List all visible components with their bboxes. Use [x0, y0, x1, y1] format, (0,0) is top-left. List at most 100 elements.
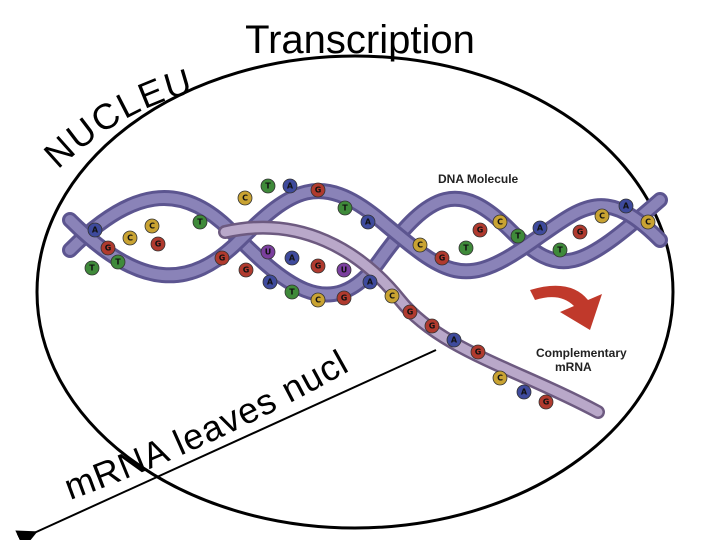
dna-base-14-letter: A: [365, 218, 372, 227]
dna-base-23: T: [458, 240, 474, 256]
dna-base-6-letter: C: [149, 222, 155, 231]
dna-base-2: G: [100, 240, 116, 256]
dna-base-2-letter: G: [105, 244, 112, 253]
dna-base-18-letter: T: [289, 288, 295, 297]
mrna-base-5-circle: [362, 274, 378, 290]
dna-base-24-letter: G: [477, 226, 484, 235]
mrna-base-10-letter: G: [475, 348, 482, 357]
dna-base-22: G: [434, 250, 450, 266]
dna-base-9-letter: C: [242, 194, 248, 203]
dna-base-17: A: [262, 274, 278, 290]
dna-base-15-circle: [214, 250, 230, 266]
dna-base-8-letter: T: [197, 218, 203, 227]
mrna-base-1-circle: [260, 244, 276, 260]
dna-base-30: C: [594, 208, 610, 224]
mrna-base-12-letter: A: [521, 388, 528, 397]
mrna-base-11-letter: C: [497, 374, 503, 383]
dna-base-4-letter: T: [115, 258, 121, 267]
dna-base-29-circle: [572, 224, 588, 240]
dna-base-3-circle: [84, 260, 100, 276]
dna-base-18: T: [284, 284, 300, 300]
dna-base-28-circle: [552, 242, 568, 258]
dna-base-10: T: [260, 178, 276, 194]
nucleus-label: NUCLEUS: [0, 0, 198, 176]
dna-base-19-circle: [310, 292, 326, 308]
dna-molecule-label: DNA Molecule: [438, 172, 519, 186]
dna-base-27-letter: A: [537, 224, 544, 233]
mrna-base-6-circle: [384, 288, 400, 304]
mrna-base-11: C: [492, 370, 508, 386]
dna-base-20-letter: G: [341, 294, 348, 303]
dna-base-11-letter: A: [287, 182, 294, 191]
mrna-base-12: A: [516, 384, 532, 400]
mrna-backbone-highlight: [220, 223, 603, 417]
dna-base-7-letter: G: [155, 240, 162, 249]
mrna-base-13-circle: [538, 394, 554, 410]
dna-backbone-strand-2-highlight: [65, 186, 665, 281]
dna-base-28: T: [552, 242, 568, 258]
dna-base-32: C: [640, 214, 656, 230]
mrna-base-2-circle: [284, 250, 300, 266]
mrna-base-8-circle: [424, 318, 440, 334]
dna-base-16-letter: G: [243, 266, 250, 275]
dna-base-1-letter: A: [92, 226, 99, 235]
dna-base-31-circle: [618, 198, 634, 214]
dna-backbone-strand-1-highlight: [65, 193, 665, 300]
dna-base-5-letter: C: [127, 234, 133, 243]
mrna-base-4-letter: U: [341, 266, 348, 275]
dna-base-7-circle: [150, 236, 166, 252]
dna-base-28-letter: T: [557, 246, 563, 255]
dna-base-4: T: [110, 254, 126, 270]
dna-base-25-letter: C: [497, 218, 503, 227]
dna-base-14: A: [360, 214, 376, 230]
dna-base-22-circle: [434, 250, 450, 266]
mrna-base-6-letter: C: [389, 292, 395, 301]
mrna-label: mRNA: [555, 360, 592, 374]
dna-base-16: G: [238, 262, 254, 278]
mrna-base-10-circle: [470, 344, 486, 360]
mrna-base-5-letter: A: [367, 278, 374, 287]
mrna-base-7: G: [402, 304, 418, 320]
mrna-base-4-circle: [336, 262, 352, 278]
dna-base-15-letter: G: [219, 254, 226, 263]
dna-base-3-letter: T: [89, 264, 95, 273]
dna-base-19: C: [310, 292, 326, 308]
mrna-base-8-letter: G: [429, 322, 436, 331]
dna-base-31: A: [618, 198, 634, 214]
dna-base-10-circle: [260, 178, 276, 194]
dna-base-16-circle: [238, 262, 254, 278]
dna-base-32-letter: C: [645, 218, 651, 227]
dna-base-13-circle: [337, 200, 353, 216]
mrna-base-9: A: [446, 332, 462, 348]
dna-base-8: T: [192, 214, 208, 230]
dna-base-6: C: [144, 218, 160, 234]
dna-base-23-letter: T: [463, 244, 469, 253]
dna-base-6-circle: [144, 218, 160, 234]
dna-base-9: C: [237, 190, 253, 206]
mrna-base-3: G: [310, 258, 326, 274]
dna-base-18-circle: [284, 284, 300, 300]
dna-base-17-circle: [262, 274, 278, 290]
dna-base-13: T: [337, 200, 353, 216]
exit-arrow: [15, 349, 437, 540]
dna-base-14-circle: [360, 214, 376, 230]
dna-base-8-circle: [192, 214, 208, 230]
dna-base-26-circle: [510, 228, 526, 244]
dna-base-5-circle: [122, 230, 138, 246]
dna-base-21-letter: C: [417, 241, 423, 250]
dna-base-25: C: [492, 214, 508, 230]
mrna-base-4: U: [336, 262, 352, 278]
mrna-base-8: G: [424, 318, 440, 334]
dna-base-31-letter: A: [623, 202, 630, 211]
nucleus-outline: [35, 54, 675, 530]
dna-base-13-letter: T: [342, 204, 348, 213]
dna-base-1: A: [87, 222, 103, 238]
dna-base-20: G: [336, 290, 352, 306]
nucleus-label-path: NUCLEUS: [0, 0, 196, 176]
dna-base-20-circle: [336, 290, 352, 306]
mrna-base-11-circle: [492, 370, 508, 386]
dna-base-21-circle: [412, 237, 428, 253]
dna-base-23-circle: [458, 240, 474, 256]
